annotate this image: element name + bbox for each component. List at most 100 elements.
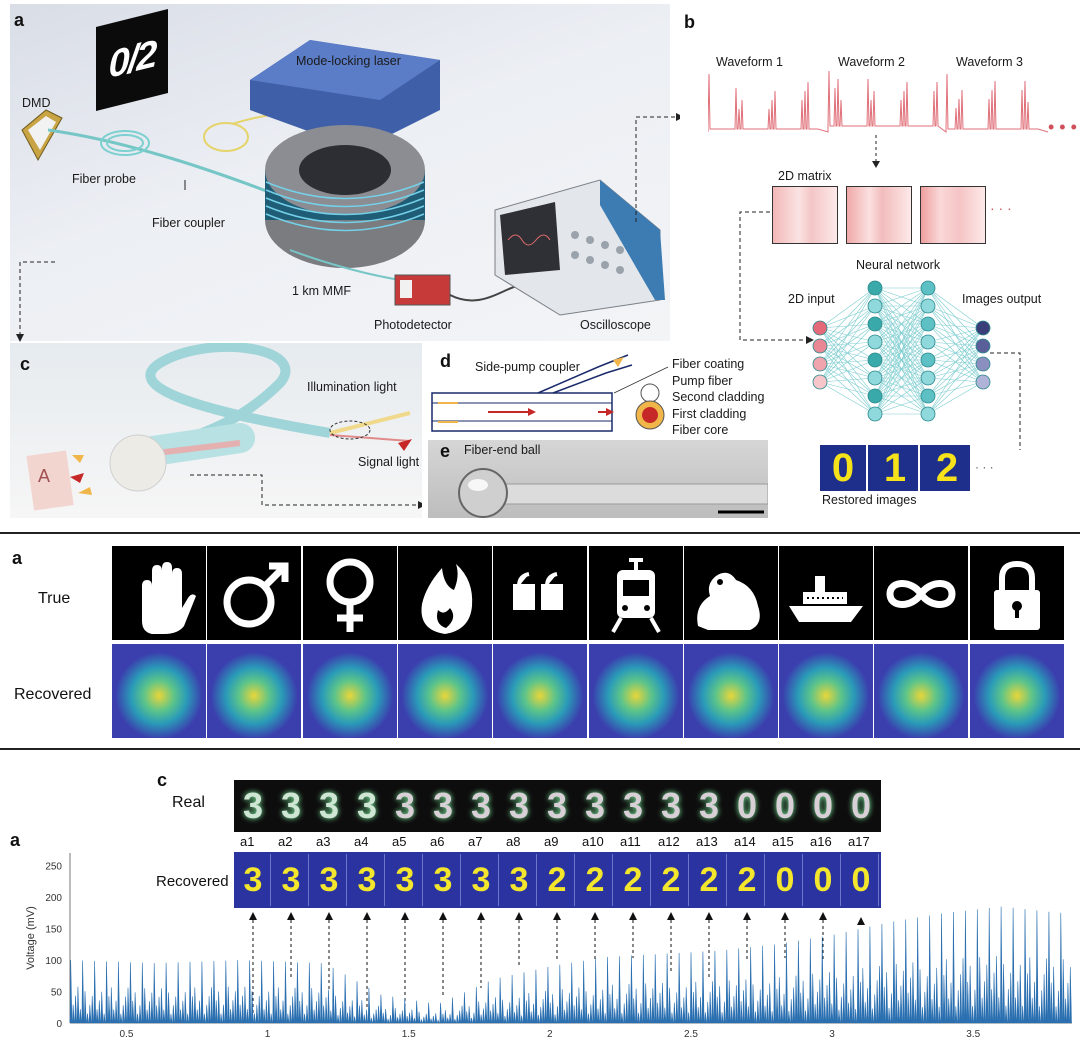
waveform-3-label: Waveform 3 <box>956 55 1023 69</box>
recovered-quote <box>492 643 589 739</box>
recovered-frame: 3 <box>388 854 423 906</box>
nn-node <box>975 374 991 390</box>
panel-a-label: a <box>14 10 25 30</box>
label-photodetector: Photodetector <box>374 318 452 332</box>
row-label-true: True <box>38 590 71 607</box>
frame-label: a14 <box>734 834 756 849</box>
real-frame: 3 <box>356 785 378 826</box>
frame-arrow <box>476 912 486 988</box>
recovered-hand <box>111 643 207 739</box>
real-frame: 3 <box>546 785 568 826</box>
recovered-female-symbol <box>301 643 398 739</box>
label-oscilloscope: Oscilloscope <box>580 318 651 332</box>
label-mode-locking-laser: Mode-locking laser <box>296 54 401 68</box>
recovered-frame: 0 <box>806 854 841 906</box>
row-label-real: Real <box>172 794 205 811</box>
nn-node <box>867 370 883 386</box>
label-side-pump-coupler: Side-pump coupler <box>475 360 580 374</box>
matrix-tile-3 <box>920 186 986 244</box>
figure3-label-c: c <box>157 770 168 790</box>
recovered-frame: 2 <box>692 854 727 906</box>
real-frame: 3 <box>508 785 530 826</box>
recovered-ship <box>778 643 875 739</box>
panel-e-label: e <box>440 441 451 461</box>
recovered-fire <box>396 643 493 739</box>
figure3-label-a: a <box>10 830 21 850</box>
recovered-infinity <box>873 643 970 739</box>
nn-node <box>920 406 936 422</box>
recovered-frame: 3 <box>274 854 309 906</box>
x-tick-label: 3 <box>829 1029 835 1040</box>
male-symbol-icon <box>207 546 302 640</box>
real-frame: 3 <box>318 785 340 826</box>
nn-node <box>867 388 883 404</box>
frame-arrow <box>590 912 600 960</box>
frame-label: a13 <box>696 834 718 849</box>
svg-text:• • •: • • • <box>1048 117 1077 137</box>
quote-icon <box>493 546 588 640</box>
figure-2: a True Recovered <box>0 534 1080 748</box>
frame-arrow <box>514 912 524 968</box>
nn-label: Neural network <box>856 258 941 272</box>
infinity-icon <box>874 546 969 640</box>
frame-arrow <box>324 912 334 992</box>
label-illumination-light: Illumination light <box>307 380 397 394</box>
neural-network <box>739 211 1021 450</box>
layer-fiber-coating: Fiber coating <box>672 357 745 371</box>
frame-arrow <box>818 912 828 962</box>
frame-label: a1 <box>240 834 255 849</box>
real-frame: 3 <box>622 785 644 826</box>
output-label: Images output <box>962 292 1042 306</box>
label-fiber-coupler: Fiber coupler <box>152 216 225 230</box>
real-frame: 3 <box>394 785 416 826</box>
frame-label: a4 <box>354 834 369 849</box>
figure-divider-1 <box>0 532 1080 534</box>
frame-arrow <box>628 912 638 958</box>
recovered-frame: 3 <box>236 854 271 906</box>
frame-label: a8 <box>506 834 521 849</box>
x-tick-label: 0.5 <box>119 1029 133 1040</box>
nn-node <box>920 352 936 368</box>
label-1km-mmf: 1 km MMF <box>292 284 352 298</box>
recovered-male-symbol <box>206 643 303 739</box>
real-frame: 0 <box>850 785 872 826</box>
nn-node <box>920 280 936 296</box>
recovered-lock <box>968 643 1065 739</box>
panel-b-label: b <box>684 12 695 32</box>
y-tick-label: 250 <box>45 862 62 873</box>
x-tick-label: 2 <box>547 1029 553 1040</box>
fiber-probe-illustration <box>26 343 422 511</box>
y-tick-label: 150 <box>45 925 62 936</box>
nn-node <box>975 338 991 354</box>
real-frame: 0 <box>812 785 834 826</box>
nn-node <box>812 338 828 354</box>
row-label-recovered-2: Recovered <box>156 873 229 890</box>
frame-arrow <box>438 912 448 998</box>
y-tick-label: 200 <box>45 893 62 904</box>
layer-second-cladding: Second cladding <box>672 390 765 404</box>
matrix-tile-2 <box>846 186 912 244</box>
frame-arrow <box>780 912 790 958</box>
recovered-frame: 3 <box>350 854 385 906</box>
real-frame: 3 <box>280 785 302 826</box>
recovered-frame: 3 <box>502 854 537 906</box>
nn-node <box>867 334 883 350</box>
restored-images: 0 1 2 <box>820 445 970 491</box>
layer-first-cladding: First cladding <box>672 406 747 421</box>
recovered-frame: 2 <box>616 854 651 906</box>
panel-c-label: c <box>20 354 31 374</box>
recovered-tram <box>587 643 684 739</box>
real-frame: 0 <box>736 785 758 826</box>
frame-arrow <box>552 912 562 960</box>
restored-digit-2: 2 <box>935 446 959 490</box>
coupler-diagram <box>431 354 669 432</box>
female-symbol-icon <box>302 546 397 640</box>
input-label: 2D input <box>788 292 835 306</box>
frame-arrow <box>362 912 372 1008</box>
recovered-frame: 2 <box>730 854 765 906</box>
nn-node <box>867 316 883 332</box>
panel-d-label: d <box>440 351 451 371</box>
real-frame: 3 <box>470 785 492 826</box>
restored-label: Restored images <box>822 493 917 507</box>
recovered-strip <box>234 852 881 908</box>
